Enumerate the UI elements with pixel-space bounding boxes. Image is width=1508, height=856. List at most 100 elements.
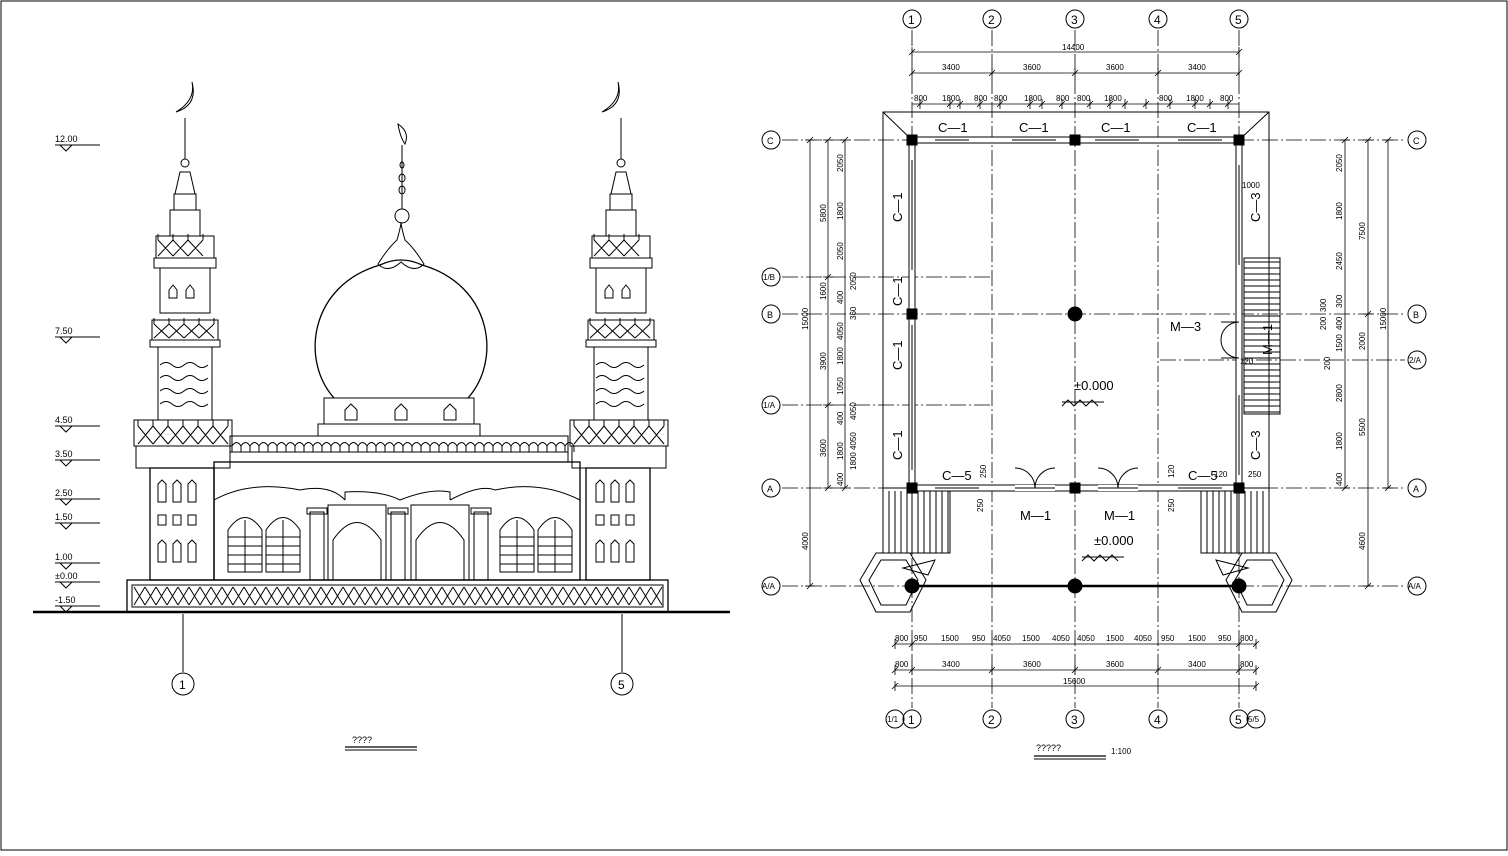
dim-text: 200 [1319, 316, 1328, 330]
axis-label: 5 [618, 678, 625, 692]
row-axis-label: 1/A [763, 401, 776, 410]
window-label: C—1 [890, 276, 905, 306]
level-marker: 4.50 [55, 415, 100, 433]
porch-level-text: ±0.000 [1094, 533, 1134, 548]
col-axis-label: 1 [908, 13, 915, 27]
col-axis-label: 3 [1071, 713, 1078, 727]
dim-text: 800 [914, 94, 928, 103]
dim-text: 2050 [849, 272, 858, 290]
left-row-bubbles: C 1/B B 1/A A A/A [761, 130, 781, 596]
elevation-drawing: 12.00 7.50 4.50 3.50 2.50 1.50 1.00 ±0.0… [33, 81, 730, 751]
dims-bottom: 800 950 1500 950 4050 1500 4050 4050 150… [895, 634, 1254, 686]
dim-text: 950 [914, 634, 928, 643]
window-label: C—5 [942, 468, 972, 483]
dim-text: 4050 [993, 634, 1011, 643]
dim-text: 800 [1159, 94, 1173, 103]
main-hall [213, 435, 581, 581]
front-stairs [882, 488, 1270, 554]
plan-columns [904, 134, 1247, 594]
side-stair [1243, 257, 1281, 415]
dim-text: 400 [1335, 472, 1344, 486]
plan-doors [1014, 321, 1240, 489]
col-axis-label: 3 [1071, 13, 1078, 27]
level-marker: 2.50 [55, 488, 100, 506]
dim-text: 1800 [1186, 94, 1204, 103]
dim-text: 15000 [1379, 307, 1388, 330]
left-minaret [133, 81, 233, 581]
dim-text: 950 [1161, 634, 1175, 643]
dim-text: 250 [979, 464, 988, 478]
window-label: C—3 [1248, 430, 1263, 460]
dim-text: 3600 [1023, 63, 1041, 72]
window-label: C—1 [1101, 120, 1131, 135]
dims-right: 7500 15000 2000 5500 4600 2050 1800 2450… [1319, 154, 1388, 550]
dimension-lines [805, 47, 1393, 691]
plan-scale-text: 1:100 [1111, 747, 1132, 756]
door-label: M—1 [1020, 508, 1051, 523]
dim-text: 3600 [1106, 63, 1124, 72]
dim-text: 2800 [1335, 384, 1344, 402]
dim-text: 2050 [836, 242, 845, 260]
door-label: M—1 [1260, 324, 1275, 355]
dim-text: 800 [895, 660, 909, 669]
dim-text: 2050 [1335, 154, 1344, 172]
dim-text: 120 [1214, 470, 1228, 479]
dim-text: 4050 [849, 432, 858, 450]
window-label: C—1 [1019, 120, 1049, 135]
level-label: 3.50 [55, 449, 73, 459]
dim-text: 4000 [801, 532, 810, 550]
dim-text: 1800 [849, 452, 858, 470]
dim-text: 400 [836, 472, 845, 486]
dim-text: 3400 [942, 63, 960, 72]
window-label: C—3 [1248, 192, 1263, 222]
level-label: 2.50 [55, 488, 73, 498]
level-label: 12.00 [55, 134, 78, 144]
dim-text: 4050 [1052, 634, 1070, 643]
dim-text: 1800 [1335, 432, 1344, 450]
dim-text: 3900 [819, 352, 828, 370]
col-axis-label: 1/1 [887, 715, 899, 724]
right-minaret [569, 81, 669, 581]
dim-text: 120 [1240, 357, 1254, 366]
dim-text: 800 [895, 634, 909, 643]
dim-text: 800 [1240, 634, 1254, 643]
dims-left: 5800 15000 3900 3600 4000 2050 1800 2050… [801, 154, 858, 550]
dim-text: 1800 [836, 442, 845, 460]
dim-text: 200 [1323, 356, 1332, 370]
dim-text: 3600 [1106, 660, 1124, 669]
dim-text: 3600 [1023, 660, 1041, 669]
bottom-axis-bubbles: 1/1 1 2 3 4 5 5/5 [885, 709, 1266, 729]
dim-text: 2050 [836, 154, 845, 172]
top-axis-bubbles: 1 2 3 4 5 [902, 9, 1249, 29]
dim-text: 3400 [1188, 660, 1206, 669]
row-axis-label: A/A [1408, 582, 1422, 591]
window-label: C—1 [1187, 120, 1217, 135]
col-axis-label: 1 [908, 713, 915, 727]
porch-level-mark: ±0.000 [1081, 533, 1134, 562]
dim-text: 400 [836, 290, 845, 304]
dim-text: 15600 [1063, 677, 1086, 686]
col-axis-label: 2 [988, 13, 995, 27]
level-label: ±0.00 [55, 571, 77, 581]
row-axis-label: C [1413, 136, 1420, 146]
level-label: -1.50 [55, 595, 76, 605]
corner-kiosks [859, 552, 1293, 613]
door-labels: M—1 M—1 M—3 M—1 [1020, 319, 1275, 523]
row-axis-label: A [767, 484, 773, 494]
dim-text: 1800 [942, 94, 960, 103]
dim-text: 3400 [942, 660, 960, 669]
dim-text: 800 [994, 94, 1008, 103]
dim-text: 14400 [1062, 43, 1085, 52]
col-axis-label: 5 [1235, 713, 1242, 727]
dim-text: 400 [836, 411, 845, 425]
door-label: M—3 [1170, 319, 1201, 334]
dim-text: 5800 [819, 204, 828, 222]
dims-misc: 1000 250 250 250 250 120 120 120 [976, 181, 1262, 512]
dim-text: 1500 [1106, 634, 1124, 643]
dim-text: 1500 [941, 634, 959, 643]
dim-text: 4600 [1358, 532, 1367, 550]
row-axis-label: B [1413, 310, 1419, 320]
axis-label: 1 [179, 678, 186, 692]
dim-text: 4050 [836, 322, 845, 340]
